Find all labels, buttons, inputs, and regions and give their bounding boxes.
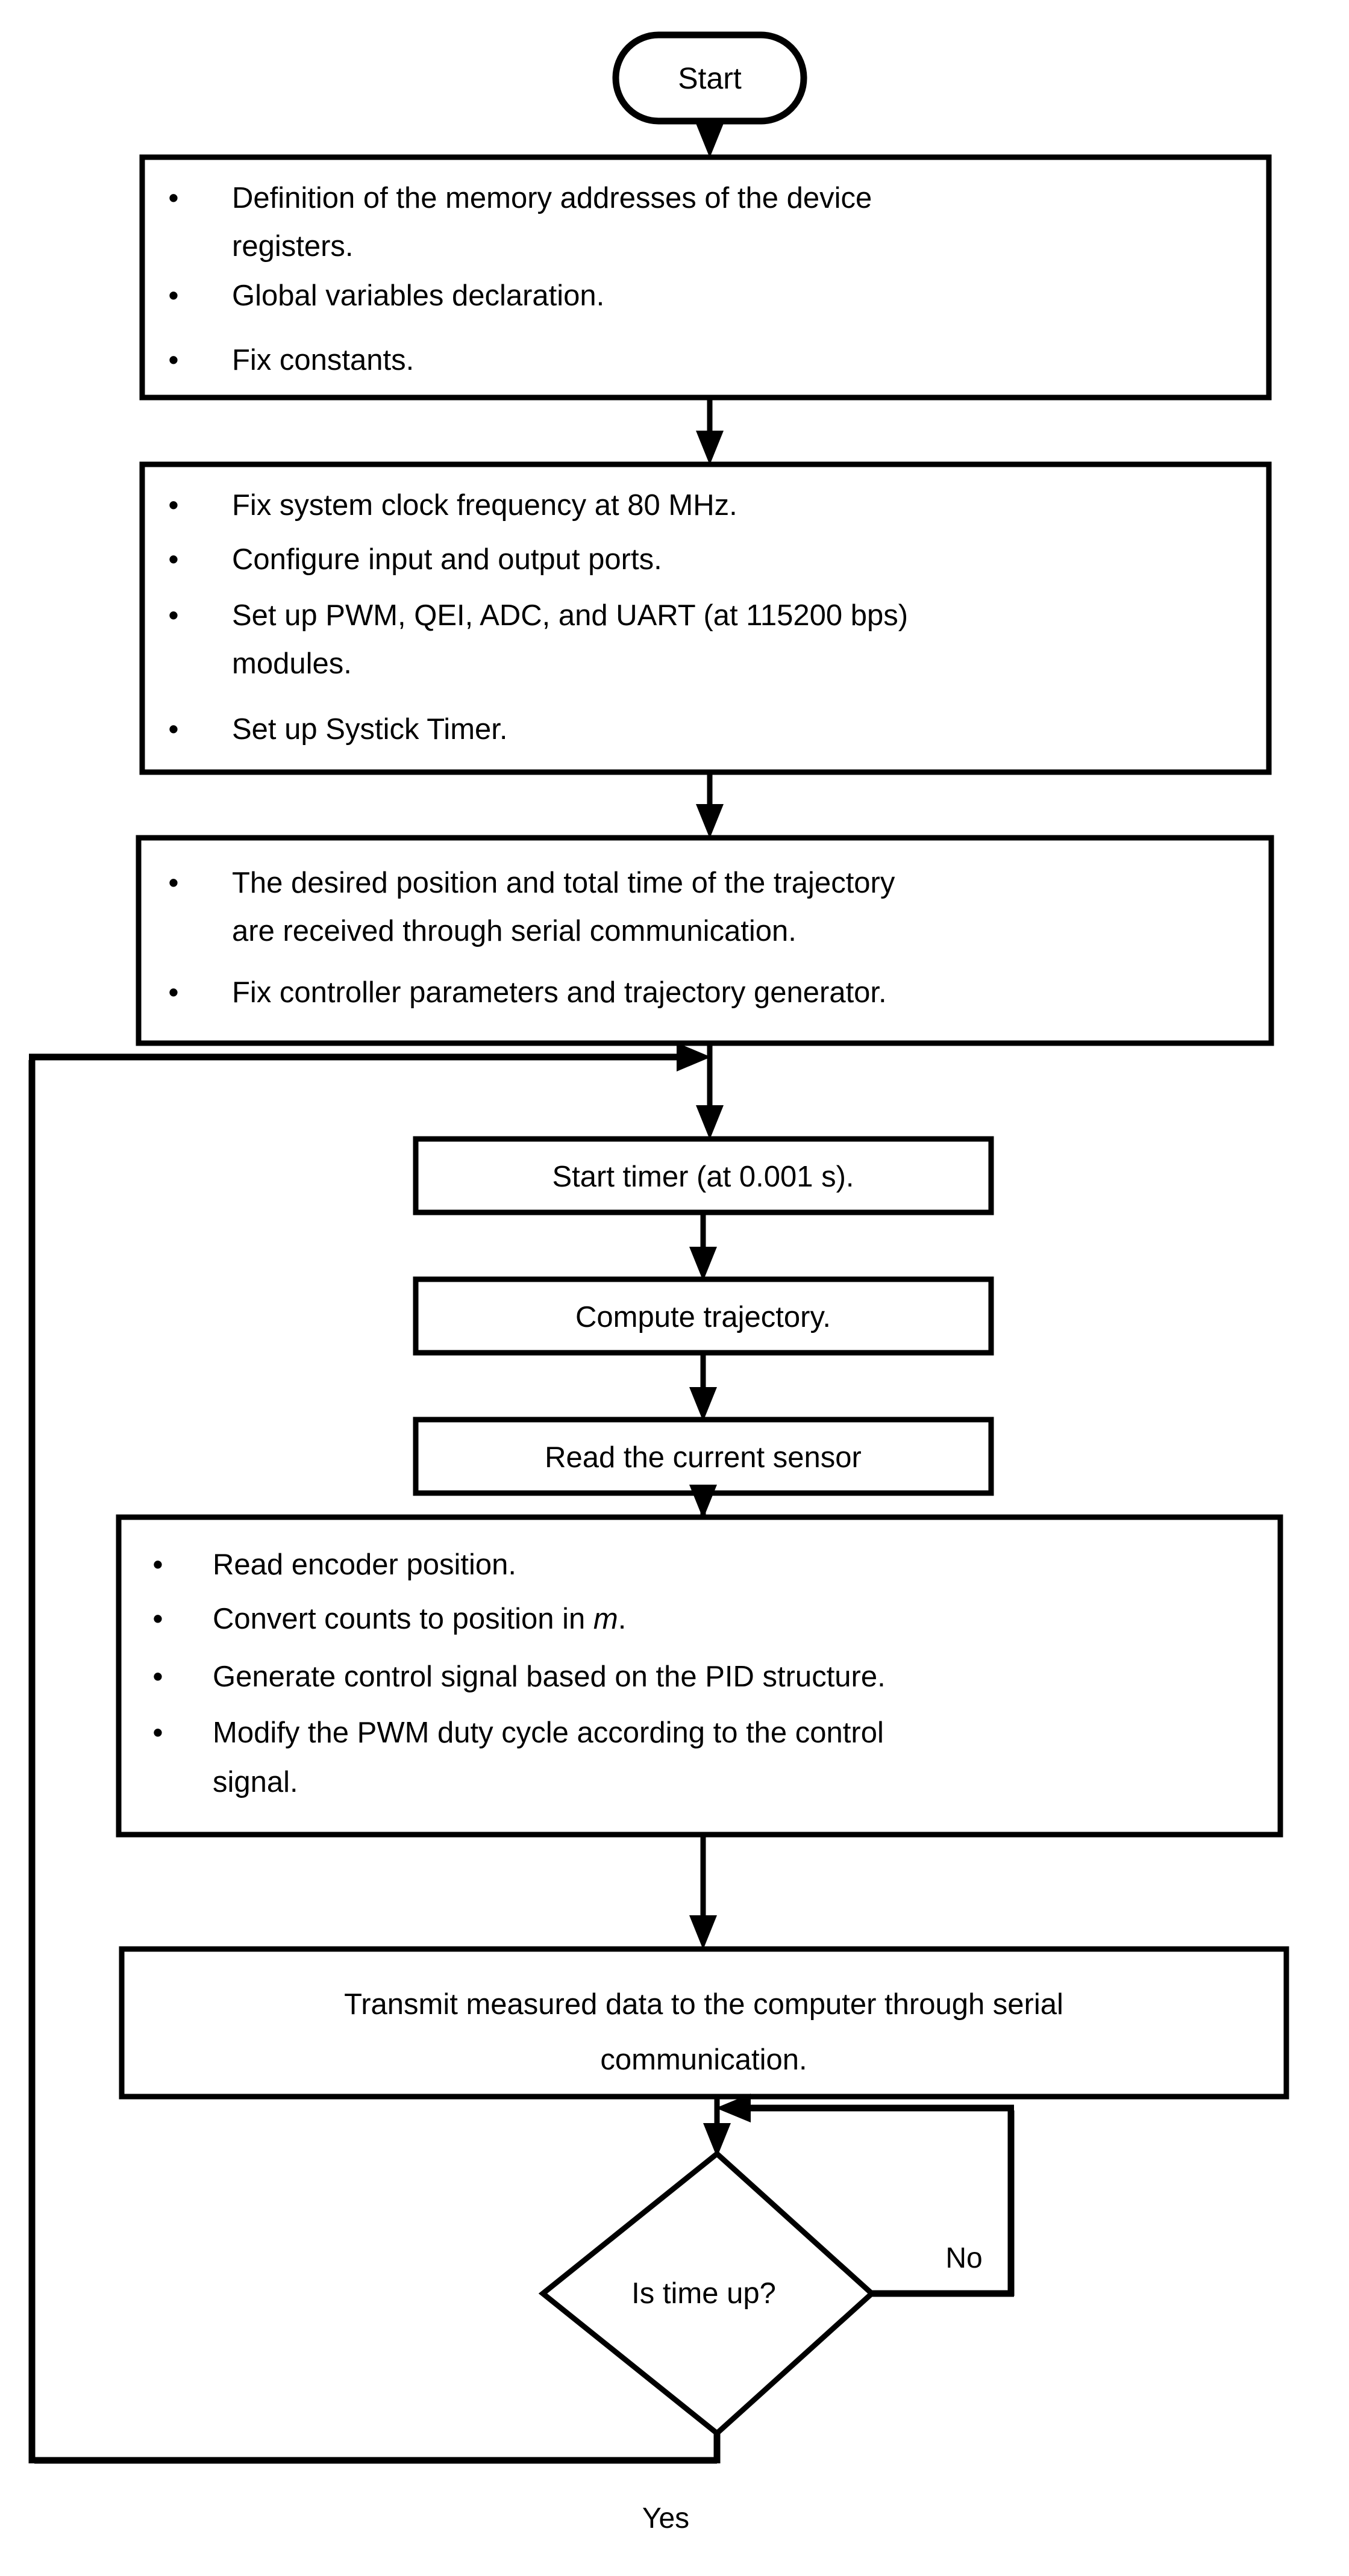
bullet-marker: • [168,713,178,746]
control-loop-line-1-italic: m [593,1603,618,1635]
loop-back-path [28,1043,721,2464]
edge-no-branch: No [716,2094,1015,2297]
bullet-marker: • [168,599,178,632]
bullet-marker: • [152,1661,163,1693]
node-compute-trajectory[interactable]: Compute trajectory. [413,1276,994,1356]
control-loop-line-1-head: Convert counts to position in [213,1603,593,1635]
node-init-definitions[interactable]: • Definition of the memory addresses of … [139,154,1272,401]
edge-label-yes: Yes [642,2503,689,2534]
control-loop-line-1-tail: . [618,1603,627,1635]
node-init-definitions-line-3: Fix constants. [232,344,414,376]
connector-control-loop-to-transmit [689,1835,717,1950]
bullet-marker: • [168,182,178,214]
node-trajectory-setup-line-2: Fix controller parameters and trajectory… [232,976,887,1009]
node-decision-time-up[interactable]: Is time up? [538,2150,876,2437]
bullet-marker: • [168,344,178,376]
connector-transmit-to-decision [703,2097,731,2157]
node-init-definitions-line-1: registers. [232,230,354,263]
connector-start-to-definitions [696,121,724,158]
node-control-loop[interactable]: • Read encoder position. • Convert count… [116,1514,1283,1838]
node-control-loop-line-4: signal. [213,1766,298,1798]
node-read-current-sensor[interactable]: Read the current sensor [413,1417,994,1496]
node-control-loop-line-0: Read encoder position. [213,1548,516,1581]
node-peripheral-setup-line-3: modules. [232,647,352,680]
node-trajectory-setup-line-0: The desired position and total time of t… [232,867,895,899]
connector-definitions-to-peripherals [696,398,724,465]
node-trajectory-setup-line-1: are received through serial communicatio… [232,915,797,947]
connector-trajectory-setup-to-start-timer [696,1043,724,1140]
node-peripheral-setup-line-0: Fix system clock frequency at 80 MHz. [232,489,737,522]
bullet-marker: • [168,543,178,576]
node-peripheral-setup-line-2: Set up PWM, QEI, ADC, and UART (at 11520… [232,599,908,632]
edge-label-no: No [945,2242,982,2274]
bullet-marker: • [152,1717,163,1749]
node-control-loop-line-2: Generate control signal based on the PID… [213,1661,886,1693]
node-transmit-data-line-0: Transmit measured data to the computer t… [344,1988,1063,2021]
node-decision-time-up-label: Is time up? [631,2277,776,2310]
node-start-label: Start [678,61,742,95]
bullet-marker: • [168,489,178,522]
connector-compute-to-read-sensor [689,1353,717,1421]
bullet-marker: • [152,1548,163,1581]
node-control-loop-line-3: Modify the PWM duty cycle according to t… [213,1717,884,1749]
node-control-loop-line-1: Convert counts to position in m. [213,1603,626,1635]
node-read-current-sensor-label: Read the current sensor [545,1441,862,1474]
node-peripheral-setup-line-4: Set up Systick Timer. [232,713,508,746]
bullet-marker: • [168,976,178,1009]
node-transmit-data-line-1: communication. [600,2044,807,2076]
node-start[interactable]: Start [612,31,807,125]
node-trajectory-setup[interactable]: • The desired position and total time of… [136,835,1274,1046]
bullet-marker: • [168,279,178,312]
node-start-timer[interactable]: Start timer (at 0.001 s). [413,1136,994,1215]
connector-start-timer-to-compute [689,1212,717,1281]
bullet-marker: • [152,1603,163,1635]
node-peripheral-setup-line-1: Configure input and output ports. [232,543,662,576]
node-compute-trajectory-label: Compute trajectory. [575,1301,831,1333]
node-start-timer-label: Start timer (at 0.001 s). [552,1161,854,1193]
node-init-definitions-line-0: Definition of the memory addresses of th… [232,182,872,214]
node-transmit-data[interactable]: Transmit measured data to the computer t… [119,1946,1289,2100]
bullet-marker: • [168,867,178,899]
node-peripheral-setup[interactable]: • Fix system clock frequency at 80 MHz. … [139,461,1272,775]
node-init-definitions-line-2: Global variables declaration. [232,279,604,312]
connector-peripherals-to-trajectory-setup [696,772,724,838]
